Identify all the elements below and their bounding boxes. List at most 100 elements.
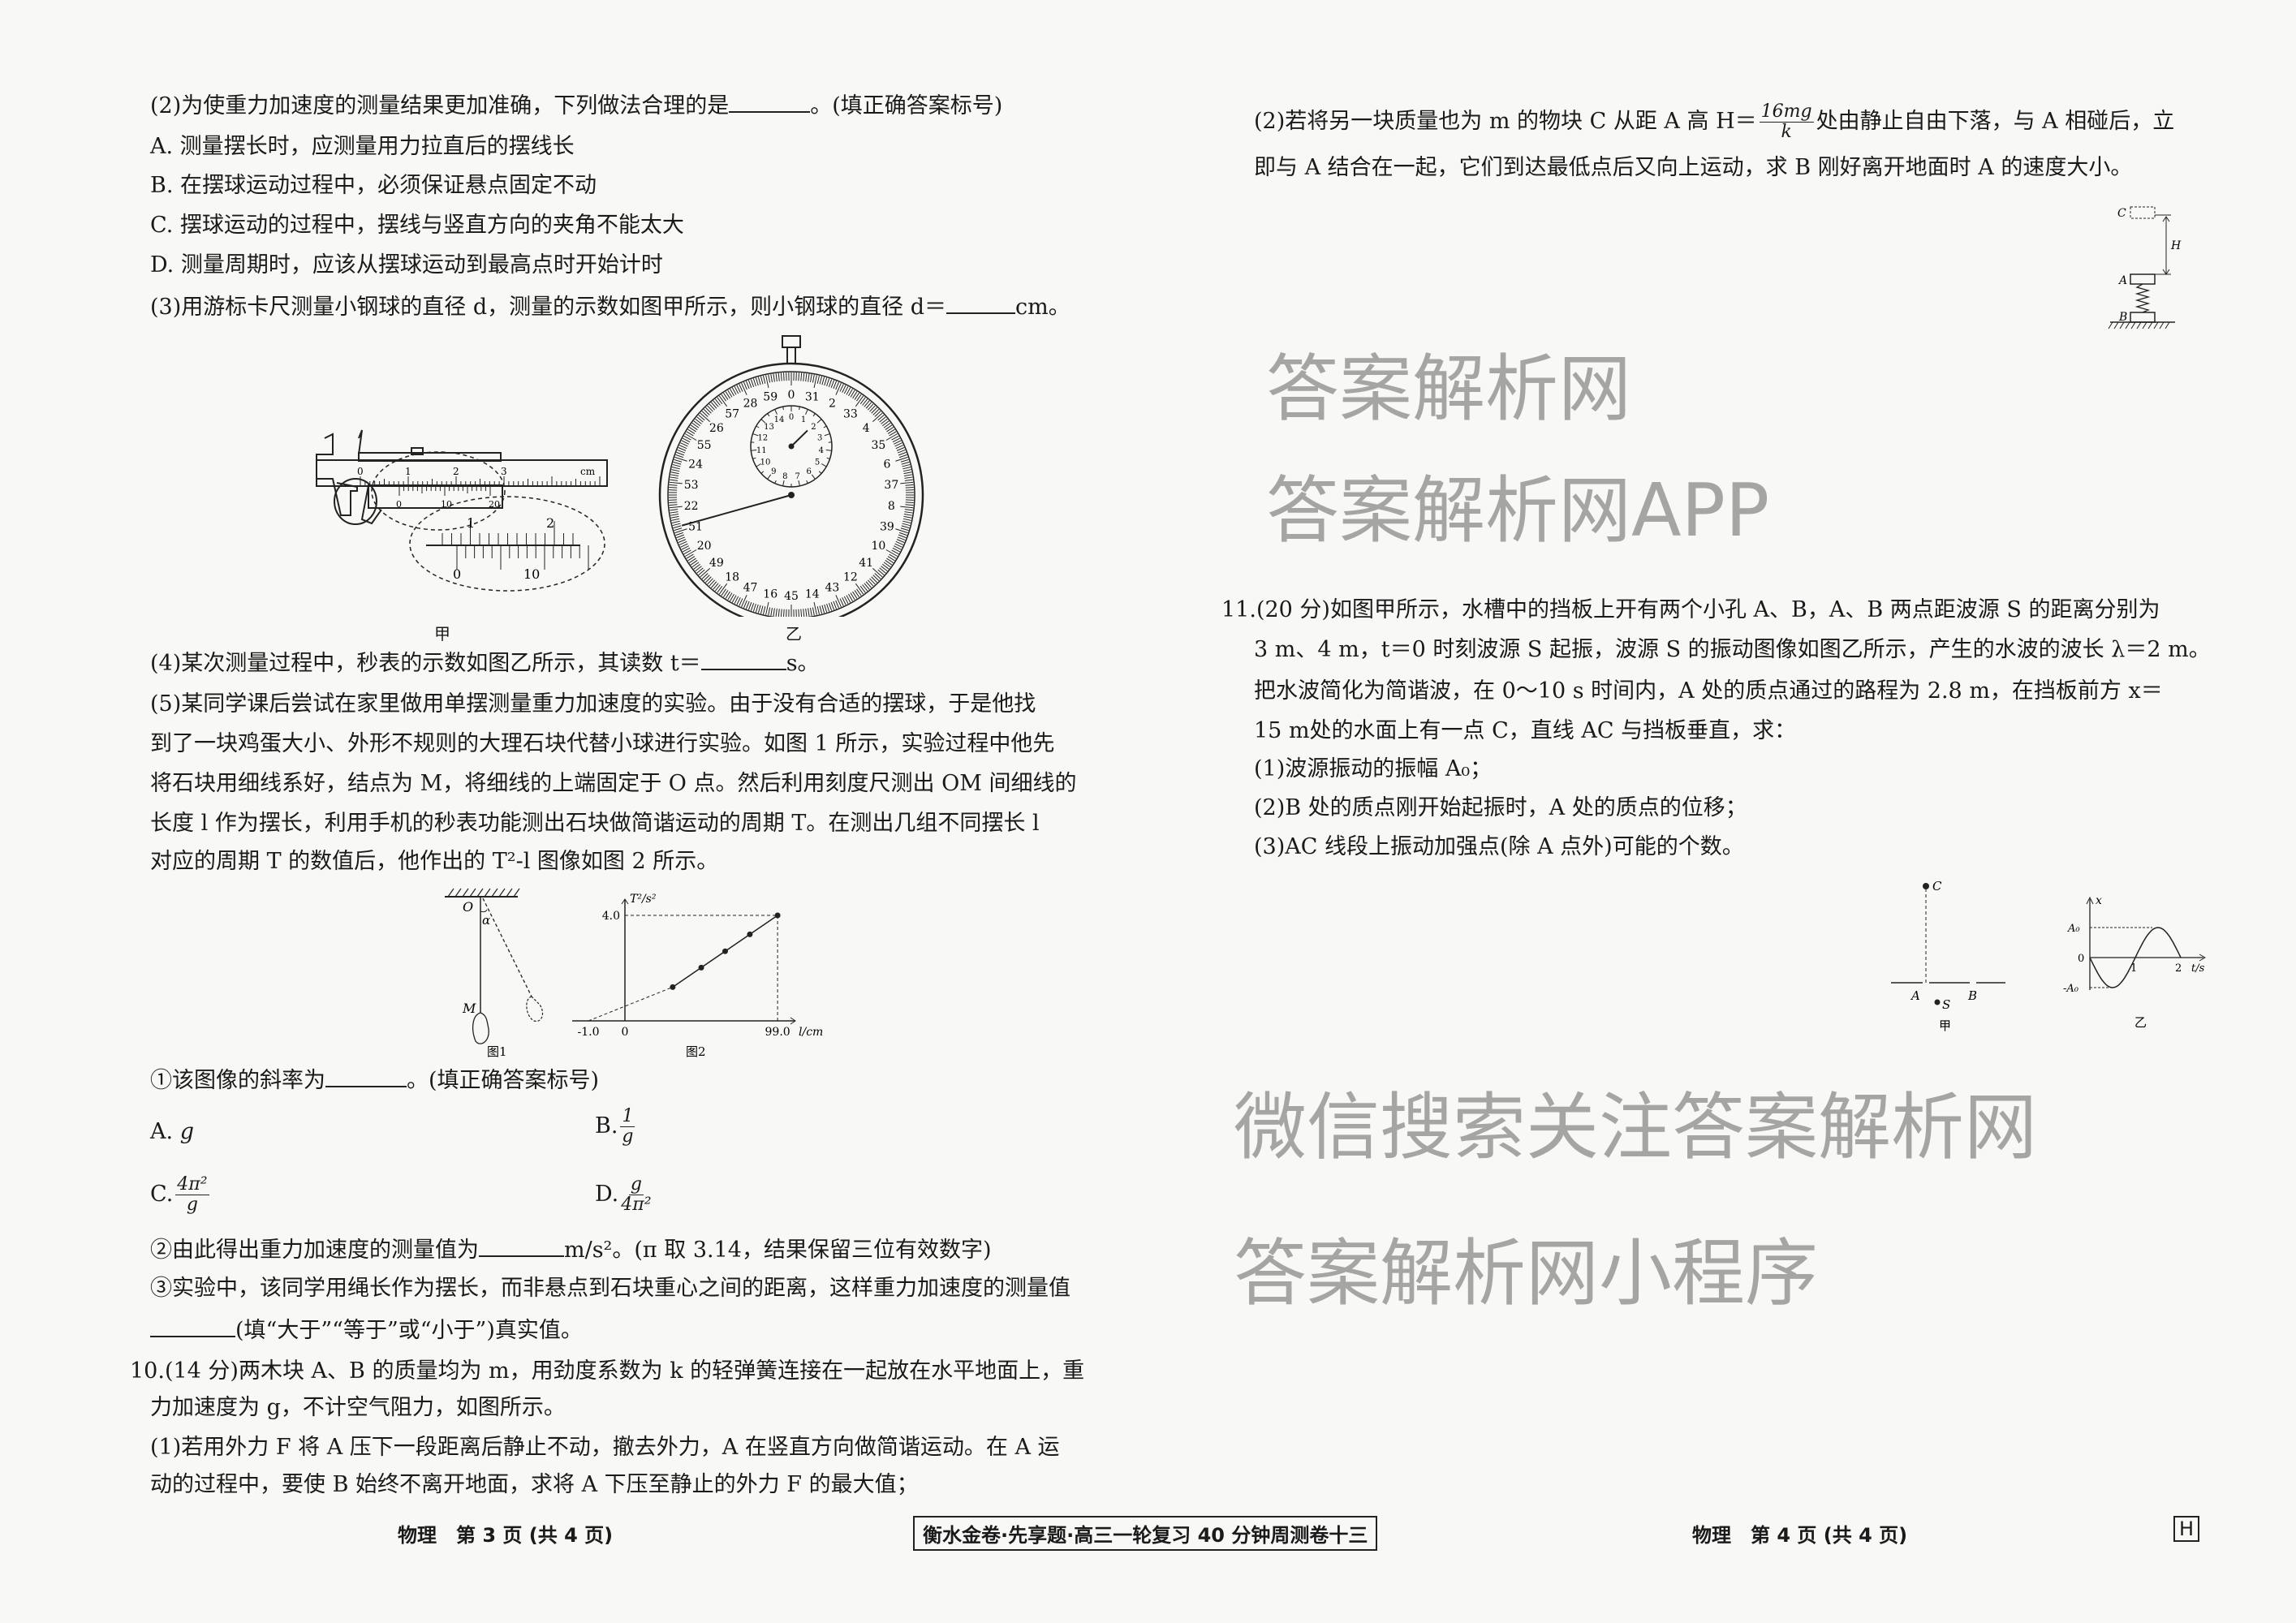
dial-tick [741,382,747,395]
q11-line: 11.(20 分)如图甲所示，水槽中的挡板上开有两个小孔 A、B，A、B 两点距… [1221,597,2160,622]
dial-tick [905,502,914,503]
dial-tick [891,549,899,555]
dial-tick [681,440,689,445]
dial-tick [765,375,769,389]
vernier-label: 0 [396,499,402,510]
dial-tick [765,601,769,615]
minute-dial-label: 8 [782,472,787,481]
dial-tick [783,372,785,381]
dial-tick [734,596,739,605]
dial-tick [846,595,851,603]
minute-dial-label: 13 [764,423,774,432]
dial-tick [760,376,764,385]
dial-tick [723,590,729,598]
minute-dial-tick [767,474,772,480]
minute-dial-tick [782,480,785,487]
dial-tick [874,573,881,579]
minute-dial-tick [811,474,816,480]
sub1-stem: ①该图像的斜率为。(填正确答案标号) [150,1066,599,1095]
label-A: A [1910,988,1920,1003]
dial-tick [693,563,700,570]
dial-tick [683,435,691,441]
dial-tick [680,543,688,548]
dial-tick [717,586,723,593]
dial-tick [703,575,710,582]
dial-tick [865,402,872,409]
dial-tick [903,514,912,516]
second-hand [681,494,792,527]
denominator: g [622,1126,634,1147]
dial-tick [713,400,719,407]
dial-label: 6 [883,458,890,471]
data-point [698,964,704,971]
water-trough-figure: C A B S 甲 [1891,879,2005,1033]
dial-tick [718,583,728,595]
dial-tick [872,412,883,423]
answer-blank [150,1316,235,1337]
minute-dial-tick [760,419,766,424]
sub3-line2: (填“大于”“等于”或“小于”)真实值。 [150,1316,583,1345]
dial-tick [695,418,702,424]
dial-tick [872,567,883,578]
dial-tick [867,403,874,411]
dial-tick [846,387,851,395]
dial-label: 41 [859,557,873,570]
dial-tick [676,451,685,456]
dial-tick [839,598,844,606]
dial-tick [739,384,743,392]
dial-label: 59 [763,391,778,404]
sub3-line1: ③实验中，该同学用绳长作为摆长，而非悬点到石块重心之间的距离，这样重力加速度的测… [150,1276,1070,1301]
ceiling-hatch [476,888,484,898]
dial-tick [830,601,835,610]
dial-tick [690,560,698,566]
dial-tick [747,380,752,389]
x-tick: 1 [2130,962,2137,975]
dial-tick [850,592,855,601]
option-label: C. [150,1182,174,1207]
q10-2-text-cont: 处由静止自由下落，与 A 相碰后，立 [1816,109,2175,134]
dial-label: 20 [697,540,712,553]
dial-tick [691,422,700,428]
dial-tick [886,558,894,563]
q5-line: (5)某同学课后尝试在家里做用单摆测量重力加速度的实验。由于没有合适的摆球，于是… [150,691,1036,717]
dial-tick [757,605,761,613]
minute-dial-tick [824,433,830,437]
dial-tick [750,602,755,611]
dial-tick [862,398,868,406]
dial-tick [700,412,711,423]
q2-stem: (2)为使重力加速度的测量结果更加准确，下列做法合理的是。(填正确答案标号) [150,92,1002,120]
dial-tick [674,456,687,462]
denominator: k [1781,122,1792,142]
q11-line: 把水波简化为简谐波，在 0～10 s 时间内，A 处的质点通过的路程为 2.8 … [1254,678,2163,704]
x-label: t/s [2191,962,2205,975]
dial-tick [894,440,902,445]
dial-tick [885,549,898,557]
dial-tick [871,576,878,583]
dial-tick [710,402,717,409]
dial-tick [736,385,741,393]
dial-tick [709,403,716,411]
q5-line: 对应的周期 T 的数值后，他作出的 T²‑l 图像如图 2 所示。 [150,849,719,874]
dial-tick [686,553,694,559]
sub1-option-a: A. g [150,1118,194,1146]
dial-tick [885,433,898,441]
dial-tick [828,602,833,611]
numerator: 16mg [1759,101,1814,123]
q10-2-line2: 即与 A 结合在一起，它们到达最低点后又向上运动，求 B 刚好离开地面时 A 的… [1254,155,2133,180]
option-expr: g [179,1119,194,1144]
dial-tick [828,379,833,388]
dial-tick [869,405,876,412]
q3-stem: (3)用游标卡尺测量小钢球的直径 d，测量的示数如图甲所示，则小钢球的直径 d＝… [150,293,1070,321]
dial-tick [674,458,683,463]
dial-tick [698,414,705,421]
dial-tick [881,418,888,424]
x-tick: 2 [2175,962,2182,975]
dial-tick [755,377,759,386]
dial-tick [872,575,880,582]
dial-tick [725,591,730,599]
dial-tick [805,373,808,382]
dial-tick [677,536,686,541]
watermark: 答案解析网 [1266,347,1631,432]
